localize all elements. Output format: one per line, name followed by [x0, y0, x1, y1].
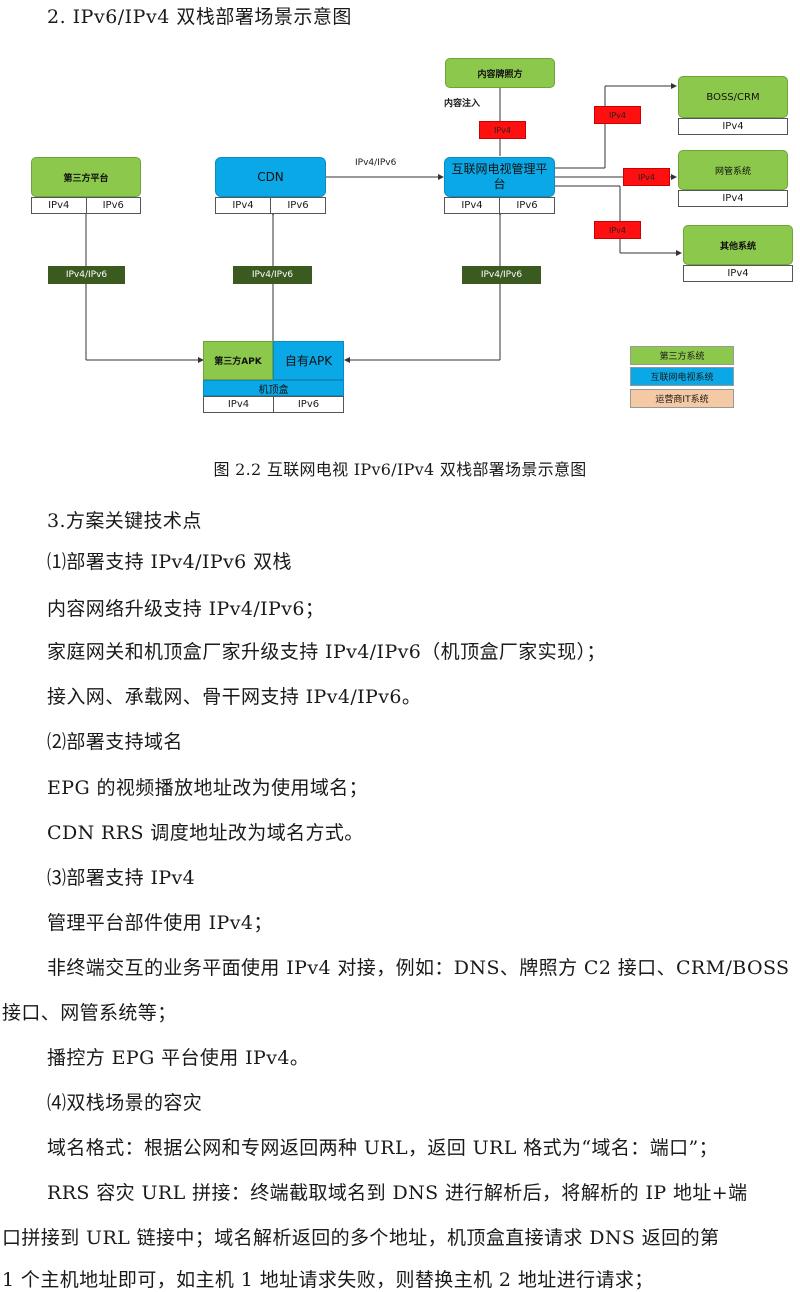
dual-stack-diagram: 内容牌照方 内容注入 IPv4 第三方平台 IPv4 IPv6 CDN IPv4… — [0, 40, 800, 452]
cdn-link-label: IPv4/IPv6 — [355, 158, 397, 168]
third-party-apk-box: 第三方APK — [203, 341, 273, 380]
ipv4-cell: IPv4 — [678, 190, 788, 207]
paragraph: 口拼接到 URL 链接中；域名解析返回的多个地址，机顶盒直接请求 DNS 返回的… — [2, 1227, 720, 1249]
other-systems-box: 其他系统 — [683, 225, 793, 265]
legend-operator-it: 运营商IT系统 — [630, 389, 734, 408]
legend-iptv-system: 互联网电视系统 — [630, 367, 734, 386]
third-party-platform-box: 第三方平台 — [31, 157, 141, 197]
paragraph: 接入网、承载网、骨干网支持 IPv4/IPv6。 — [47, 686, 422, 708]
paragraph: 接口、网管系统等； — [2, 1002, 177, 1024]
ipv4-cell: IPv4 — [444, 197, 500, 214]
ipv6-cell: IPv6 — [500, 197, 555, 214]
paragraph: 内容网络升级支持 IPv4/IPv6； — [47, 598, 325, 620]
paragraph: ⑴部署支持 IPv4/IPv6 双栈 — [47, 551, 292, 573]
own-apk-box: 自有APK — [273, 341, 344, 380]
paragraph: 管理平台部件使用 IPv4； — [47, 912, 273, 934]
red-ipv4-label-1: IPv4 — [479, 121, 526, 139]
dual-stack-label-left: IPv4/IPv6 — [48, 266, 125, 284]
paragraph: ⑷双栈场景的容灾 — [47, 1092, 203, 1114]
ipv4-cell: IPv4 — [31, 197, 87, 214]
dual-stack-label-right: IPv4/IPv6 — [462, 266, 541, 284]
paragraph: RRS 容灾 URL 拼接：终端截取域名到 DNS 进行解析后，将解析的 IP … — [47, 1182, 748, 1204]
paragraph: EPG 的视频播放地址改为使用域名； — [47, 777, 369, 799]
third-party-platform-stack: IPv4 IPv6 — [31, 197, 141, 214]
paragraph: 域名格式：根据公网和专网返回两种 URL，返回 URL 格式为“域名：端口”； — [47, 1137, 719, 1159]
other-systems-stack: IPv4 — [683, 265, 793, 282]
red-ipv4-label-3: IPv4 — [623, 168, 670, 186]
figure-caption: 图 2.2 互联网电视 IPv6/IPv4 双栈部署场景示意图 — [213, 460, 587, 479]
iptv-management-platform-box: 互联网电视管理平台 — [444, 157, 555, 197]
ipv4-cell: IPv4 — [215, 197, 271, 214]
section-heading: 2. IPv6/IPv4 双栈部署场景示意图 — [47, 6, 352, 28]
network-management-stack: IPv4 — [678, 190, 788, 207]
paragraph: 3.方案关键技术点 — [47, 510, 202, 532]
boss-crm-box: BOSS/CRM — [678, 76, 788, 118]
paragraph: 1 个主机地址即可，如主机 1 地址请求失败，则替换主机 2 地址进行请求； — [2, 1269, 654, 1291]
legend-third-party: 第三方系统 — [630, 346, 734, 365]
network-management-box: 网管系统 — [678, 150, 788, 190]
paragraph: CDN RRS 调度地址改为域名方式。 — [47, 822, 364, 844]
set-top-box-stack: IPv4 IPv6 — [203, 396, 344, 413]
paragraph: 非终端交互的业务平面使用 IPv4 对接，例如：DNS、牌照方 C2 接口、CR… — [47, 957, 790, 979]
paragraph: ⑶部署支持 IPv4 — [47, 867, 196, 889]
cdn-stack: IPv4 IPv6 — [215, 197, 326, 214]
paragraph: 家庭网关和机顶盒厂家升级支持 IPv4/IPv6（机顶盒厂家实现）； — [47, 641, 606, 663]
ipv6-cell: IPv6 — [86, 197, 141, 214]
ipv6-cell: IPv6 — [271, 197, 326, 214]
content-inject-label: 内容注入 — [444, 99, 481, 109]
dual-stack-label-middle: IPv4/IPv6 — [233, 266, 312, 284]
ipv6-cell: IPv6 — [274, 396, 344, 413]
iptv-management-stack: IPv4 IPv6 — [444, 197, 555, 214]
red-ipv4-label-2: IPv4 — [594, 106, 641, 124]
boss-crm-stack: IPv4 — [678, 118, 788, 135]
paragraph: ⑵部署支持域名 — [47, 731, 183, 753]
set-top-box-bar: 机顶盒 — [203, 380, 344, 396]
paragraph: 播控方 EPG 平台使用 IPv4。 — [47, 1047, 310, 1069]
cdn-box: CDN — [215, 157, 326, 197]
ipv4-cell: IPv4 — [683, 265, 793, 282]
red-ipv4-label-4: IPv4 — [594, 221, 641, 239]
ipv4-cell: IPv4 — [203, 396, 274, 413]
content-provider-box: 内容牌照方 — [445, 58, 555, 88]
ipv4-cell: IPv4 — [678, 118, 788, 135]
